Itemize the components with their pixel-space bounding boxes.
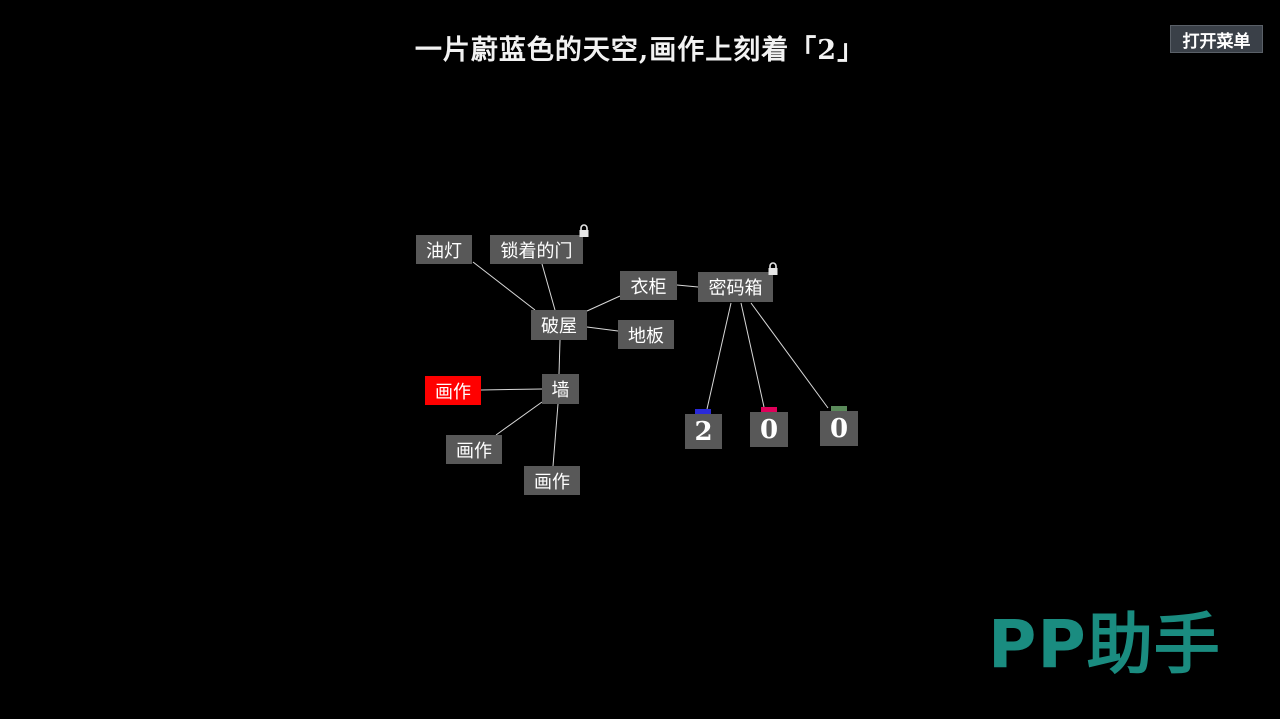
page-title: 一片蔚蓝色的天空,画作上刻着「2」 — [414, 35, 866, 66]
code-digit-3[interactable]: 0 — [820, 411, 858, 446]
link-wall-painting-1 — [480, 388, 543, 391]
node-code-box[interactable]: 密码箱 — [698, 272, 773, 302]
node-painting-2[interactable]: 画作 — [446, 435, 502, 464]
link-hut-wall — [558, 339, 561, 375]
link-wall-painting-3 — [552, 403, 559, 467]
link-hut-wardrobe — [586, 295, 621, 312]
node-wardrobe[interactable]: 衣柜 — [620, 271, 677, 300]
link-oil-lamp-hut — [472, 261, 536, 311]
link-door-hut — [541, 263, 556, 311]
link-codebox-digit-2 — [740, 302, 765, 408]
link-hut-floor — [586, 326, 619, 332]
node-locked-door[interactable]: 锁着的门 — [490, 235, 583, 264]
link-codebox-digit-1 — [706, 302, 732, 410]
code-digit-2[interactable]: 0 — [750, 412, 788, 447]
node-painting-3[interactable]: 画作 — [524, 466, 580, 495]
link-wardrobe-codebox — [676, 284, 699, 288]
open-menu-button[interactable]: 打开菜单 — [1170, 25, 1263, 53]
node-hut[interactable]: 破屋 — [531, 310, 587, 340]
node-floor[interactable]: 地板 — [618, 320, 674, 349]
node-wall[interactable]: 墙 — [542, 374, 579, 404]
link-codebox-digit-3 — [750, 302, 829, 409]
pp-assistant-watermark: PP助手 — [988, 606, 1221, 683]
lock-icon — [768, 262, 778, 275]
link-wall-painting-2 — [495, 401, 543, 436]
code-digit-1[interactable]: 2 — [685, 414, 722, 449]
node-oil-lamp[interactable]: 油灯 — [416, 235, 472, 264]
lock-icon — [579, 224, 589, 237]
node-painting-1[interactable]: 画作 — [425, 376, 481, 405]
